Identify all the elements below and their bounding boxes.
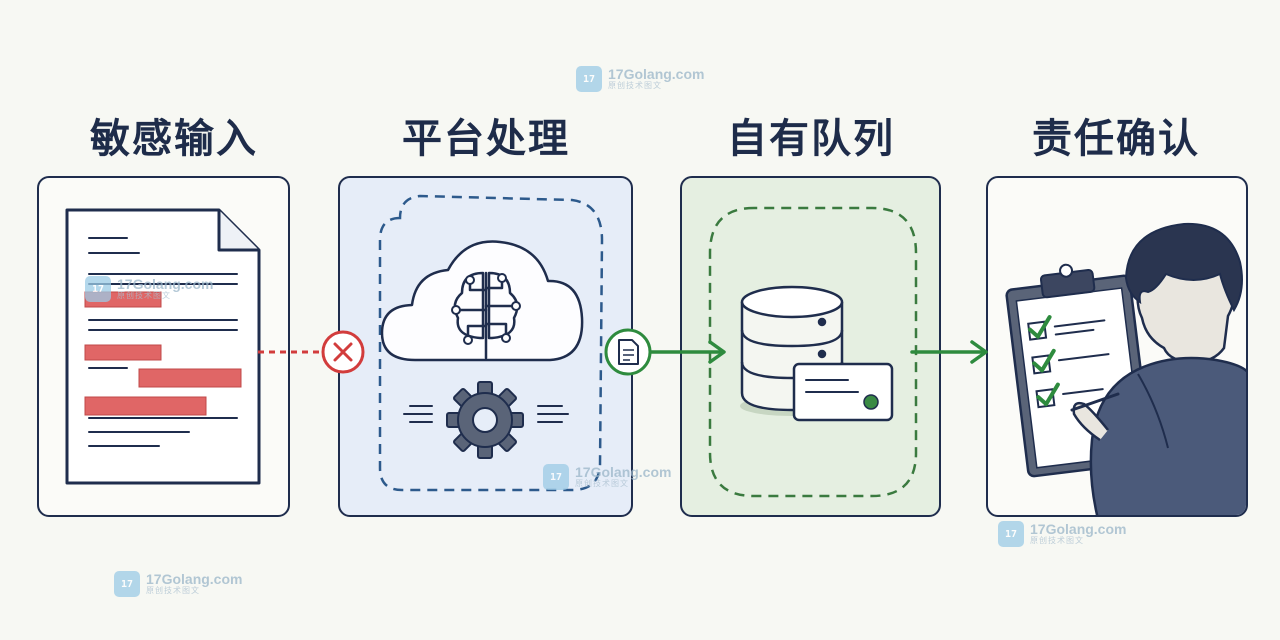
watermark: 17 17Golang.com 原创技术图文 [85,276,213,302]
panel-own-queue [680,176,941,517]
watermark-name: 17Golang.com [608,66,705,83]
ticket-card-icon [792,362,894,422]
cloud-brain-icon [380,240,584,362]
watermark-logo-icon: 17 [543,464,569,490]
gear-icon [446,381,524,459]
watermark-logo-icon: 17 [114,571,140,597]
stage-title-responsibility-confirmation: 责任确认 [1032,116,1200,162]
watermark-name: 17Golang.com [575,464,672,481]
watermark-name: 17Golang.com [1030,521,1127,538]
watermark: 17 17Golang.com 原创技术图文 [114,571,242,597]
watermark: 17 17Golang.com 原创技术图文 [576,66,704,92]
watermark-sub: 原创技术图文 [1030,536,1084,546]
panel-responsibility-confirmation [986,176,1248,517]
watermark-sub: 原创技术图文 [575,479,629,489]
stage-title-sensitive-input: 敏感输入 [90,116,258,162]
stage-title-own-queue: 自有队列 [727,116,895,162]
watermark-logo-icon: 17 [85,276,111,302]
watermark-sub: 原创技术图文 [117,291,171,301]
watermark-sub: 原创技术图文 [146,586,200,596]
watermark-name: 17Golang.com [117,276,214,293]
watermark-sub: 原创技术图文 [608,81,662,91]
watermark-logo-icon: 17 [998,521,1024,547]
watermark-logo-icon: 17 [576,66,602,92]
watermark: 17 17Golang.com 原创技术图文 [543,464,671,490]
panel-sensitive-input [37,176,290,517]
watermark: 17 17Golang.com 原创技术图文 [998,521,1126,547]
redaction-bar [84,291,242,416]
stage-title-platform-processing: 平台处理 [402,116,570,162]
document-icon [65,208,261,485]
panel-platform-processing [338,176,633,517]
watermark-name: 17Golang.com [146,571,243,588]
person-icon [1070,222,1246,515]
